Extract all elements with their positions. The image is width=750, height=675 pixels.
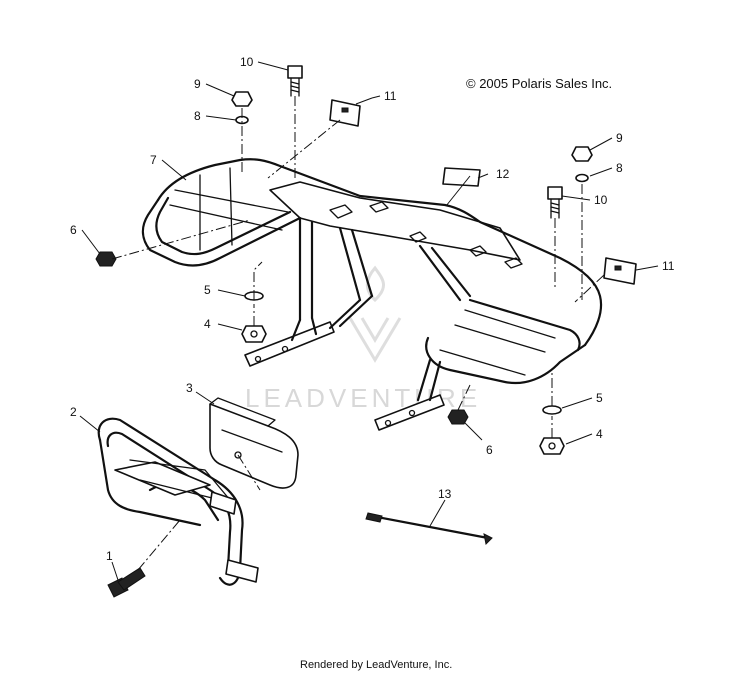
mount-plate-11-right: [603, 257, 637, 285]
callout-6-right: 6: [486, 443, 493, 457]
watermark-text: LEADVENTURE: [245, 383, 481, 413]
nut-4-left: [241, 325, 267, 343]
callout-11-left: 11: [384, 89, 397, 103]
callout-1: 1: [106, 549, 113, 563]
callout-labels: 10 9 8 11 7 6 12 9 8 10 11 5 4 5 4 6 3 2…: [70, 55, 675, 563]
nut-9-right: [571, 146, 593, 162]
mount-plate-11-left: [329, 99, 361, 127]
washer-8-right: [575, 173, 589, 183]
callout-10-right: 10: [594, 193, 608, 207]
callout-3: 3: [186, 381, 193, 395]
footer-text: Rendered by LeadVenture, Inc.: [300, 659, 452, 671]
callout-13: 13: [438, 487, 452, 501]
callout-7: 7: [150, 153, 157, 167]
callout-4-right: 4: [596, 427, 603, 441]
callout-6-left: 6: [70, 223, 77, 237]
nut-6-right: [447, 409, 469, 425]
callout-4-left: 4: [204, 317, 211, 331]
rear-rack-frame: [141, 158, 603, 431]
washer-5-right: [542, 405, 562, 415]
callout-8-right: 8: [616, 161, 623, 175]
callout-12: 12: [496, 167, 510, 181]
callout-5-right: 5: [596, 391, 603, 405]
callout-5-left: 5: [204, 283, 211, 297]
leader-lines: [79, 61, 659, 581]
callout-8-left: 8: [194, 109, 201, 123]
callout-11-right: 11: [662, 259, 675, 273]
bolt-10-left: [287, 65, 303, 97]
bolt-1: [107, 567, 146, 598]
callout-2: 2: [70, 405, 77, 419]
decal-12: [442, 167, 481, 187]
cable-tie-13: [365, 512, 493, 546]
bracket-3: [209, 397, 299, 489]
callout-10-left: 10: [240, 55, 254, 69]
copyright-text: © 2005 Polaris Sales Inc.: [466, 76, 612, 91]
callout-9-right: 9: [616, 131, 623, 145]
assembly-lines: [111, 96, 605, 571]
nut-6-left: [95, 251, 117, 267]
callout-9-left: 9: [194, 77, 201, 91]
nut-4-right: [539, 437, 565, 455]
nut-9-left: [231, 91, 253, 107]
bolt-10-right: [547, 186, 563, 219]
bumper-guard-2: [97, 417, 259, 586]
